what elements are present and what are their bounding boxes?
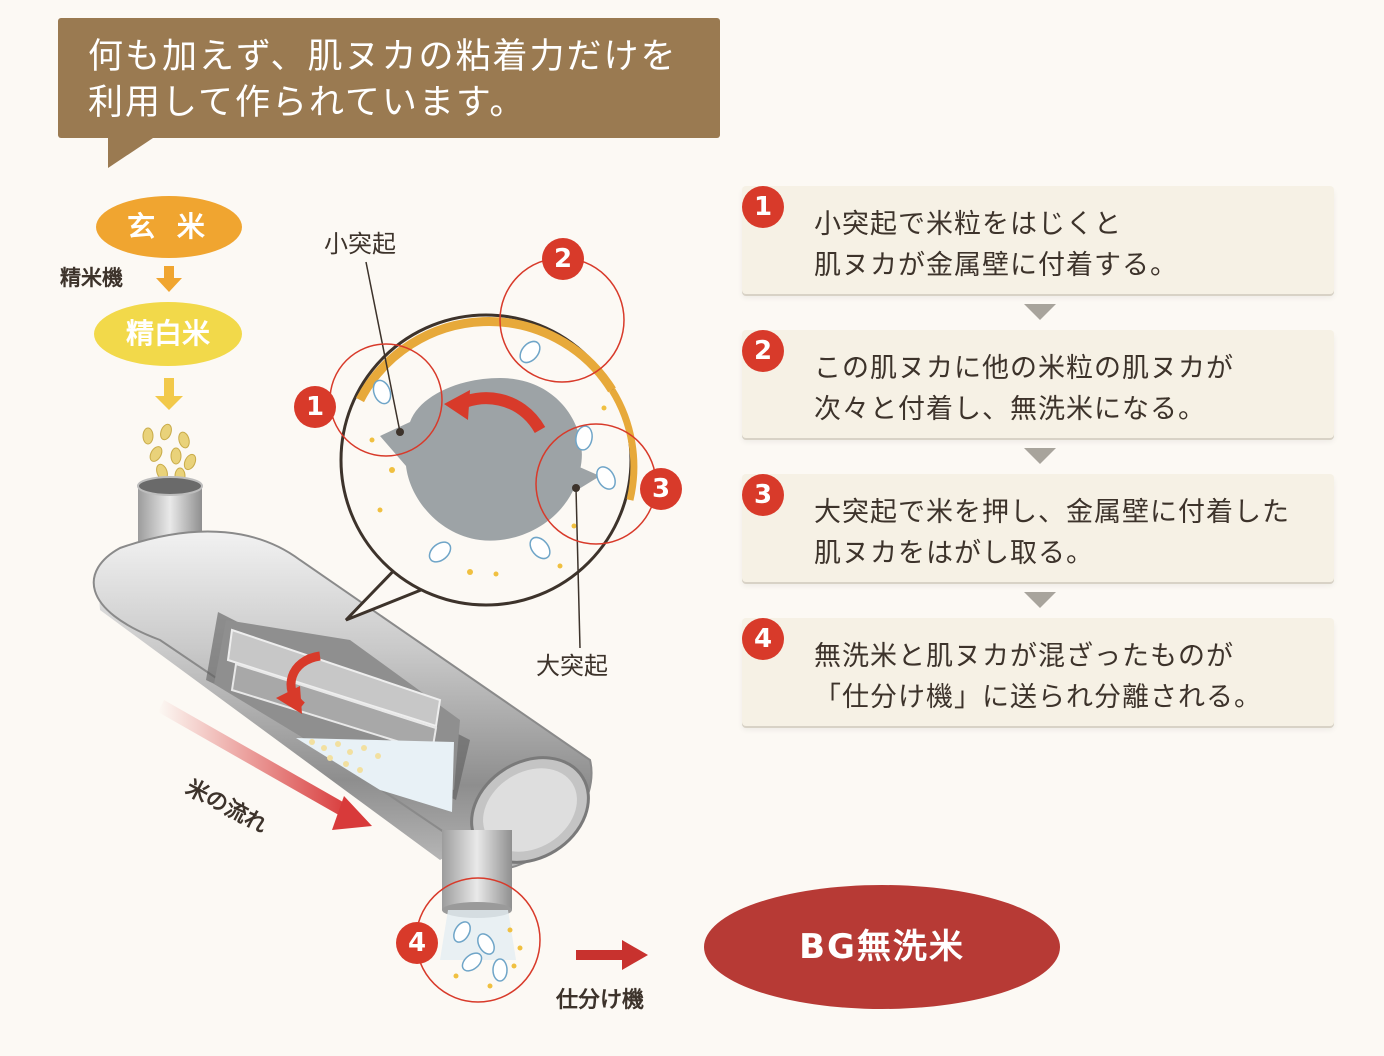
step-1-badge: 1 [742, 186, 784, 228]
outlet-pipe [442, 830, 512, 918]
to-separator-arrow [576, 940, 648, 970]
header-callout-tail [108, 136, 156, 168]
header-line-1: 何も加えず、肌ヌカの粘着力だけを [88, 37, 678, 77]
small-protrusion-label: 小突起 [324, 230, 396, 258]
outlet-magnified-view [415, 877, 541, 1003]
step-card-1: 小突起で米粒をはじくと 肌ヌカが金属壁に付着する。 [742, 186, 1334, 294]
separator-label: 仕分け機 [556, 988, 645, 1013]
header-line-2: 利用して作られています。 [88, 83, 527, 123]
rice-flow-arrow [158, 700, 372, 830]
step-3-line-1: 大突起で米を押し、金属壁に付着した [814, 497, 1290, 528]
step-2-badge: 2 [742, 330, 784, 372]
diagram-badge-1: 1 [294, 386, 336, 428]
result-label: BG無洗米 [799, 927, 965, 967]
diagram-badge-4: 4 [396, 922, 438, 964]
brown-rice-label: 玄 米 [127, 210, 211, 243]
step-connector-2 [1024, 448, 1056, 464]
white-rice-pill: 精白米 [94, 302, 242, 366]
header-callout: 何も加えず、肌ヌカの粘着力だけを 利用して作られています。 [58, 18, 720, 138]
white-rice-label: 精白米 [125, 317, 210, 350]
mill-label: 精米機 [60, 266, 123, 290]
step-3-badge: 3 [742, 474, 784, 516]
step-card-4: 無洗米と肌ヌカが混ざったものが 「仕分け機」に送られ分離される。 [742, 618, 1334, 726]
diagram-badge-2: 2 [542, 238, 584, 280]
brown-rice-pill: 玄 米 [96, 196, 242, 258]
step-connector-3 [1024, 592, 1056, 608]
step-4-line-2: 「仕分け機」に送られ分離される。 [814, 682, 1262, 713]
arrow-down-2 [155, 378, 183, 410]
step-3-line-2: 肌ヌカをはがし取る。 [814, 538, 1094, 569]
step-4-line-1: 無洗米と肌ヌカが混ざったものが [814, 641, 1234, 672]
step-2-line-1: この肌ヌカに他の米粒の肌ヌカが [814, 353, 1234, 384]
step-card-2: この肌ヌカに他の米粒の肌ヌカが 次々と付着し、無洗米になる。 [742, 330, 1334, 438]
falling-rice-grains [142, 423, 197, 485]
magnified-view [329, 257, 657, 649]
step-4-badge: 4 [742, 618, 784, 660]
result-bg-musenmai: BG無洗米 [704, 885, 1060, 1009]
arrow-down-1 [156, 266, 182, 292]
main-pipe [92, 530, 593, 872]
step-connector-1 [1024, 304, 1056, 320]
large-protrusion-label: 大突起 [536, 652, 608, 680]
step-2-line-2: 次々と付着し、無洗米になる。 [814, 394, 1206, 425]
step-1-line-2: 肌ヌカが金属壁に付着する。 [814, 250, 1178, 281]
step-card-3: 大突起で米を押し、金属壁に付着した 肌ヌカをはがし取る。 [742, 474, 1334, 582]
step-1-line-1: 小突起で米粒をはじくと [814, 209, 1122, 240]
diagram-badge-3: 3 [640, 468, 682, 510]
